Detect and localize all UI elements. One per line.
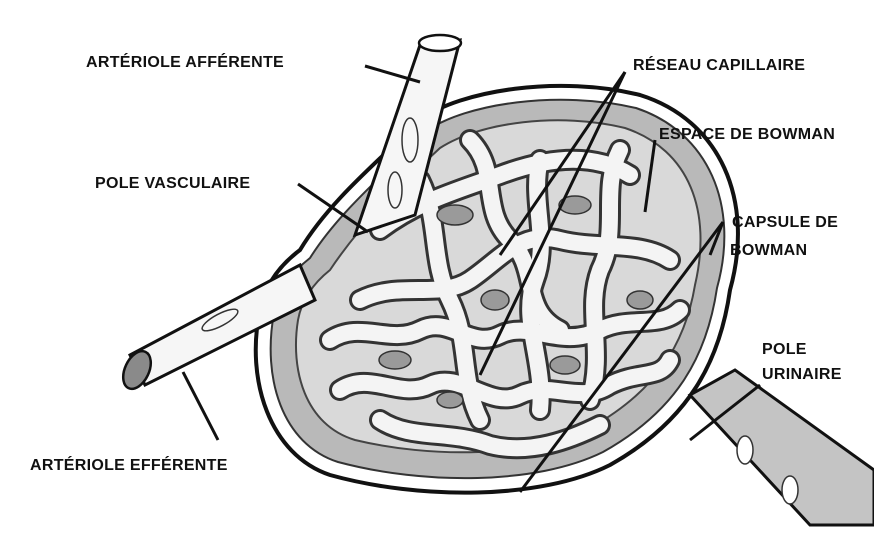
- label-capsule-de-bowman-2: BOWMAN: [730, 240, 807, 262]
- leader-arteriole-efferente: [183, 372, 218, 440]
- label-arteriole-efferente: ARTÉRIOLE EFFÉRENTE: [30, 455, 228, 477]
- label-capsule-de-bowman-1: CAPSULE DE: [732, 212, 838, 234]
- label-pole-urinaire-2: URINAIRE: [762, 364, 842, 386]
- label-pole-vasculaire: POLE VASCULAIRE: [95, 173, 250, 195]
- urinary-tubule: [690, 370, 874, 525]
- label-espace-de-bowman: ESPACE DE BOWMAN: [659, 124, 835, 146]
- label-reseau-capillaire: RÉSEAU CAPILLAIRE: [633, 55, 805, 77]
- label-arteriole-afferente: ARTÉRIOLE AFFÉRENTE: [86, 52, 284, 74]
- label-pole-urinaire-1: POLE: [762, 339, 807, 361]
